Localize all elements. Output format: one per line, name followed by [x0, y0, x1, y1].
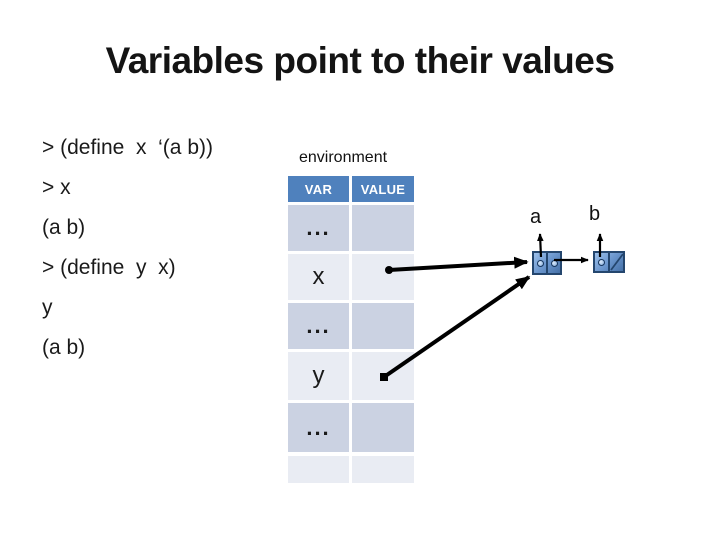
page-title: Variables point to their values: [105, 40, 615, 81]
pair1-cdr-box: [546, 253, 560, 273]
value-cell: [352, 205, 414, 251]
pair2-car-box: [595, 253, 608, 271]
pair2-cdr-box-nil: [608, 253, 623, 271]
table-row: ...: [288, 403, 414, 452]
value-cell: [352, 456, 414, 483]
code-line: (a b): [42, 216, 86, 239]
cdr-pointer-dot: [551, 260, 558, 267]
table-row: y: [288, 352, 414, 400]
var-cell-x: x: [288, 254, 349, 300]
var-cell: ...: [288, 303, 349, 349]
table-row: x: [288, 254, 414, 300]
code-line: > (define y x): [42, 256, 176, 279]
cons-cell-pair2: [593, 251, 625, 273]
value-cell-x: [352, 254, 414, 300]
pair2-car-label: b: [589, 203, 601, 225]
value-cell: [352, 403, 414, 452]
var-cell: ...: [288, 403, 349, 452]
var-cell-y: y: [288, 352, 349, 400]
code-line: > (define x ‘(a b)): [42, 136, 213, 159]
repl-transcript: > (define x ‘(a b)) > x (a b) > (define …: [42, 128, 213, 368]
value-cell-y: [352, 352, 414, 400]
environment-label: environment: [299, 149, 388, 166]
car-pointer-dot: [537, 260, 544, 267]
var-cell: [288, 456, 349, 483]
code-line: (a b): [42, 336, 86, 359]
car-pointer-dot: [598, 259, 605, 266]
pair1-car-box: [534, 253, 546, 273]
pair1-car-label: a: [530, 206, 542, 228]
code-line: y: [42, 296, 53, 319]
column-header-value: VALUE: [352, 176, 414, 202]
value-cell: [352, 303, 414, 349]
table-row: [288, 456, 414, 483]
var-cell: ...: [288, 205, 349, 251]
column-header-var: VAR: [288, 176, 349, 202]
cons-cell-pair1: [532, 251, 562, 275]
table-row: ...: [288, 303, 414, 349]
table-row: ...: [288, 205, 414, 251]
code-line: > x: [42, 176, 71, 199]
table-header-row: VAR VALUE: [288, 176, 414, 202]
